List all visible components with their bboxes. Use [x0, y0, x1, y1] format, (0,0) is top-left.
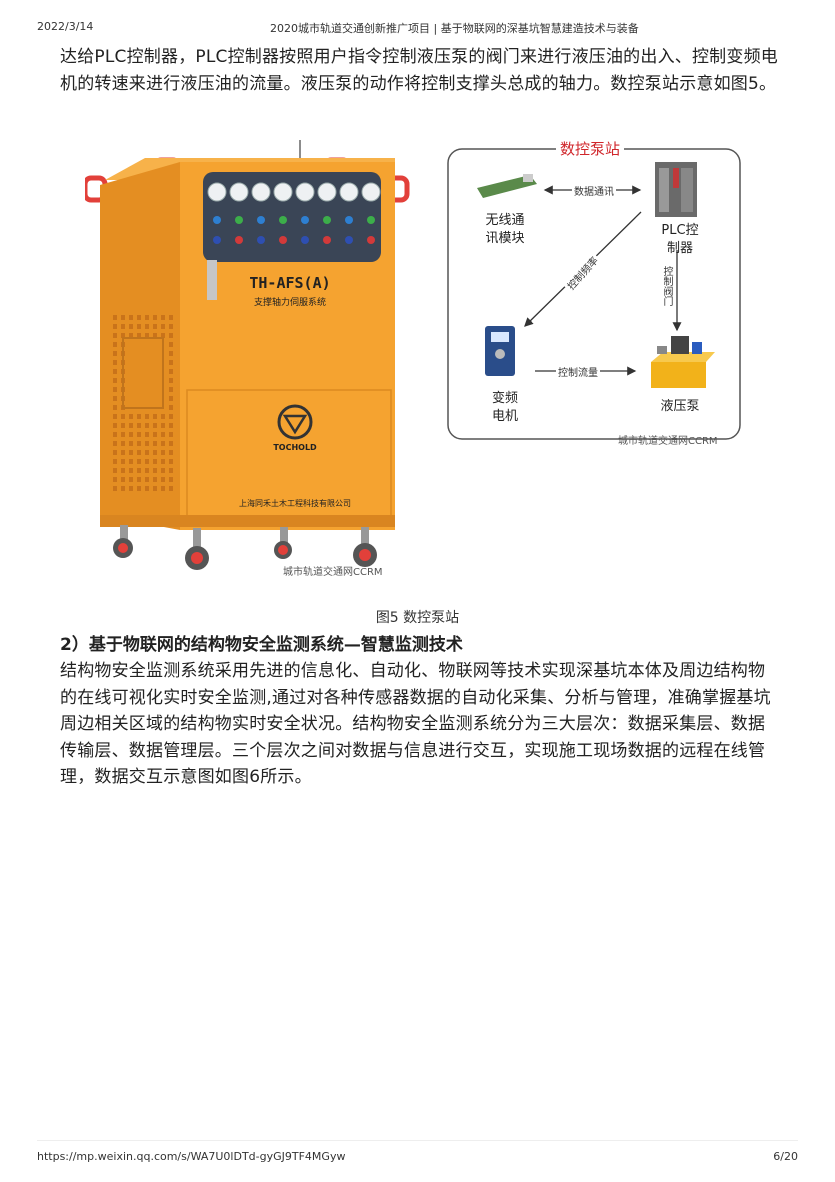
pump-station-diagram [447, 148, 741, 440]
machine-brand-label: TOCHOLD [273, 443, 317, 452]
paragraph-1: 达给PLC控制器，PLC控制器按照用户指令控制液压泵的阀门来进行液压油的出入、控… [60, 47, 778, 94]
footer-page-number: 6/20 [773, 1150, 798, 1163]
node-plc-controller: PLC控 制器 [661, 223, 699, 256]
machine-subtitle-label: 支撑轴力伺服系统 [254, 296, 326, 308]
inverter-motor-icon [485, 326, 515, 376]
edge-valve-control: 控制阀门 [657, 266, 676, 306]
section-heading: 2）基于物联网的结构物安全监测系统—智慧监测技术 [60, 635, 463, 655]
edge-flow-control: 控制流量 [556, 364, 600, 379]
header-date: 2022/3/14 [37, 20, 94, 33]
node-wireless-module: 无线通 讯模块 [485, 213, 525, 246]
pump-station-machine-image: TH-AFS(A) 支撑轴力伺服系统 TOCHOLD 上海同禾土木工程科技有限公… [85, 140, 410, 570]
machine-company-label: 上海同禾土木工程科技有限公司 [239, 498, 351, 508]
node-hydraulic-pump: 液压泵 [660, 399, 700, 414]
hydraulic-pump-icon [651, 336, 715, 388]
diagram-watermark: 城市轨道交通网CCRM [618, 436, 718, 447]
footer-url-link[interactable]: https://mp.weixin.qq.com/s/WA7U0lDTd-gyG… [37, 1150, 346, 1163]
figure-caption: 图5 数控泵站 [375, 610, 460, 626]
wireless-module-icon [477, 174, 537, 198]
node-inverter-motor: 变频 电机 [491, 391, 518, 424]
machine-model-label: TH-AFS(A) [249, 274, 330, 292]
diagram-title: 数控泵站 [556, 138, 625, 159]
machine-watermark: 城市轨道交通网CCRM [283, 567, 383, 578]
paragraph-2: 结构物安全监测系统采用先进的信息化、自动化、物联网等技术实现深基坑本体及周边结构… [60, 661, 771, 787]
edge-data-comm: 数据通讯 [572, 183, 616, 198]
plc-controller-icon [655, 162, 697, 217]
header-title: 2020城市轨道交通创新推广项目 | 基于物联网的深基坑智慧建造技术与装备 [270, 22, 639, 35]
footer-divider [37, 1140, 798, 1141]
